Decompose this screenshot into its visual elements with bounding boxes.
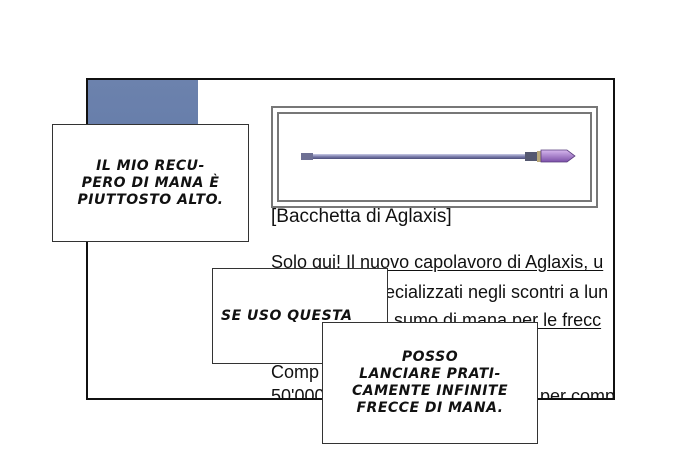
description-line: ecializzati negli scontri a lun <box>385 282 609 302</box>
description-line: Solo qui! Il nuovo capolavoro di Aglaxis… <box>271 252 604 272</box>
item-title: [Bacchetta di Aglaxis] <box>271 206 452 227</box>
description-line: 50'000 <box>271 386 325 400</box>
magic-wand-icon <box>301 149 576 163</box>
caption-box: IL MIO RECU- PERO DI MANA È PIUTTOSTO AL… <box>52 124 249 242</box>
caption-box: POSSO LANCIARE PRATI- CAMENTE INFINITE F… <box>322 322 538 444</box>
description-line: Comp <box>271 362 320 382</box>
item-image-frame <box>271 106 598 208</box>
description-line: per comp <box>540 386 615 400</box>
